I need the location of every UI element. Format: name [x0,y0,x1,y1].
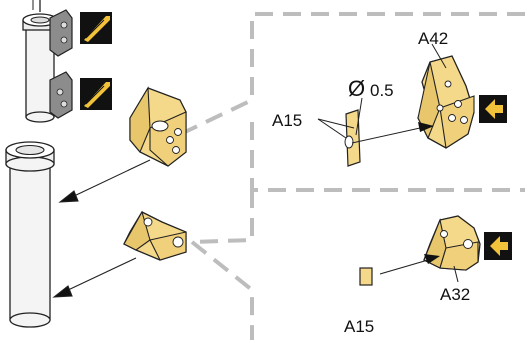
bracket-a32-main [123,210,187,261]
attach-arrow-icon [484,232,512,260]
a42-leader [431,43,447,69]
detail-frame-dashes [184,12,525,340]
blade-cut-icon [80,78,112,110]
gray-clamp-lower [49,71,73,119]
diameter-leader [355,97,363,136]
bracket-a42-main [129,86,187,167]
label-diameter-value: 0.5 [370,81,394,100]
a15-leader-lines [317,118,355,139]
assembly-arrow [58,159,151,203]
a32-leader [453,265,459,283]
blade-cut-icon [80,12,112,44]
label-a42: A42 [418,29,448,48]
diameter-symbol: Ø [348,76,365,101]
label-a32: A32 [440,285,470,304]
large-tube [5,141,55,328]
pin-a15-lower [359,254,440,286]
bracket-a42-detail [417,55,475,149]
bracket-a32-detail [423,215,481,271]
pin-a15-upper [344,109,434,167]
gray-clamp-upper [49,9,73,57]
attach-arrow-icon [479,95,507,123]
label-a15-upper: A15 [272,111,302,130]
label-a15-lower: A15 [344,317,374,336]
assembly-arrow [52,257,137,298]
